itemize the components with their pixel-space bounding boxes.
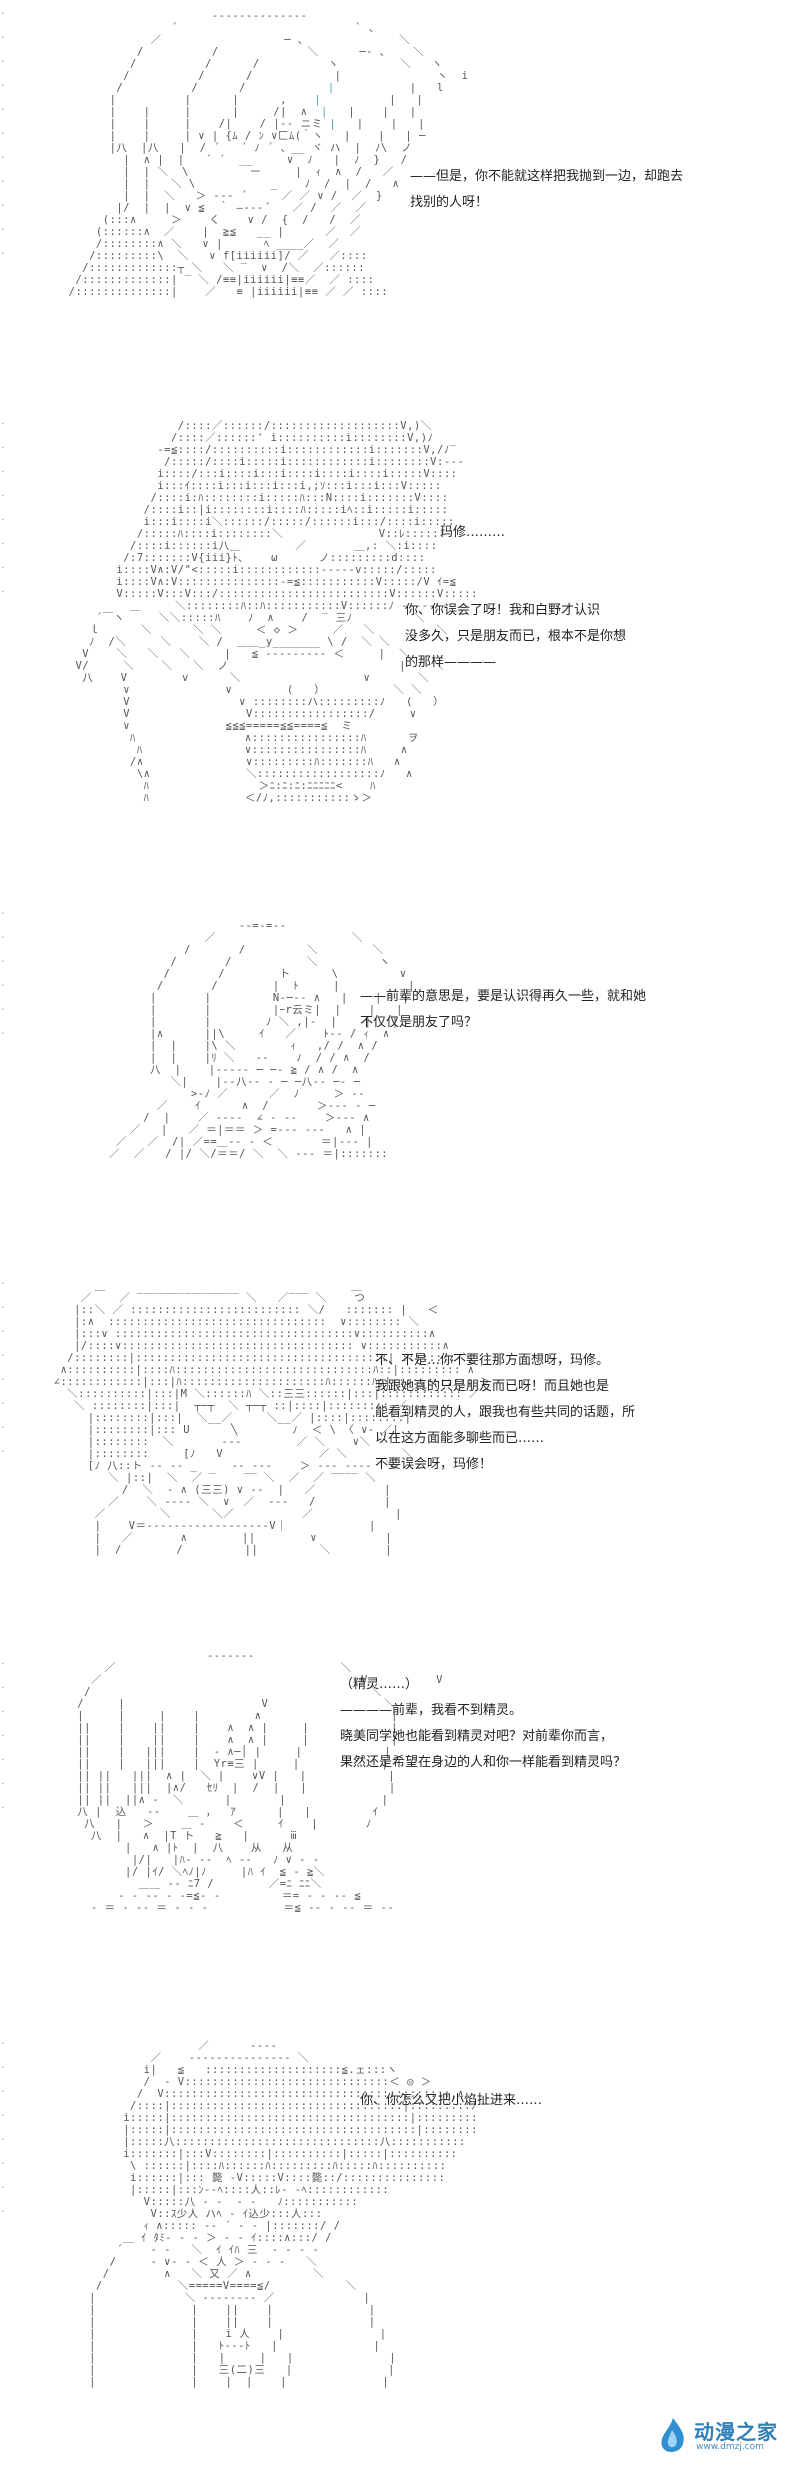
ascii-art-character: ＿ ＿ ／ ／ ‾‾‾‾‾‾‾‾‾‾‾‾‾‾‾ ＼ ／‾‾‾ ＼ つ |::＼ …	[53, 1280, 492, 1556]
dialog-text: 不、不是…你不要往那方面想呀，玛修。我跟她真的只是朋友而已呀！而且她也是能看到精…	[375, 1348, 785, 1478]
dialog-line: （精灵……）	[340, 1677, 419, 1692]
margin-dots: . . . . . .	[0, 907, 6, 1037]
dialog-line: 晓美同学她也能看到精灵对吧？对前辈你而言，	[340, 1729, 614, 1744]
dialog-line: 没多久，只是朋友而已，根本不是你想	[405, 629, 627, 644]
dialog-text: 你、你误会了呀！我和白野才认识没多久，只是朋友而已，根本不是你想的那样————	[405, 598, 725, 676]
dialog-line: 你、你误会了呀！我和白野才认识	[405, 603, 601, 618]
site-watermark: 动漫之家 www.dmzj.com	[656, 2414, 786, 2458]
margin-dots: . . . . . . . .	[0, 417, 6, 595]
dialog-text: （精灵……） ————前辈，我看不到精灵。晓美同学她也能看到精灵对吧？对前辈你而言…	[340, 1672, 780, 1776]
dialog-line: ————前辈，我看不到精灵。	[340, 1703, 523, 1718]
panel-4: . . . . . . . . ＿ ＿ ／ ／ ‾‾‾‾‾‾‾‾‾‾‾‾‾‾‾ …	[0, 1270, 800, 1650]
dialog-line: 不、不是…你不要往那方面想呀，玛修。	[375, 1353, 610, 1368]
margin-dots: . . . . . . .	[0, 1657, 6, 1811]
dialog-line: 不仅仅是朋友了吗？	[360, 1015, 478, 1030]
dialog-line: 以在这方面能多聊些而已……	[375, 1431, 545, 1446]
dialog-line: 不要误会呀，玛修！	[375, 1457, 493, 1472]
panel-2: . . . . . . . . /::::／::::::/:::::::::::…	[0, 410, 800, 890]
dialog-line: 玛修………	[440, 525, 506, 540]
ascii-art-character: ‐‐=‐=‐‐ ／ ＼ / / ＼ ＼ / / ＼ ヽ / / ト \ ∨	[109, 920, 416, 1160]
dialog-text: 你、你怎么又把小焰扯进来……	[360, 2088, 780, 2114]
dialog-line: 能看到精灵的人，跟我也有些共同的话题，所	[375, 1405, 636, 1420]
dialog-line: 我跟她真的只是朋友而已呀！而且她也是	[375, 1379, 610, 1394]
ascii-art-character: ‐‐‐‐‐‐‐ ／ ＼ ／ V V / ＼ / | V	[77, 1650, 444, 1914]
dialog-line: ——前辈的意思是，要是认识得再久一些，就和她	[360, 989, 647, 1004]
margin-dots: . . . . . . . . . . .	[0, 7, 6, 257]
flame-drop-logo	[661, 2418, 684, 2452]
dialog-line: 的那样————	[405, 655, 497, 670]
dialog-text: ——前辈的意思是，要是认识得再久一些，就和她不仅仅是朋友了吗？	[360, 984, 760, 1036]
watermark-text: 动漫之家	[694, 2420, 778, 2444]
dialog-line: 找别的人呀！	[410, 195, 489, 210]
watermark-url: www.dmzj.com	[696, 2442, 764, 2452]
margin-dots: . . . . . . . .	[0, 1277, 6, 1455]
dialog-text: 玛修………	[440, 520, 760, 546]
ascii-art-character: ‐‐‐‐‐‐‐‐‐‐‐‐‐‐ ´ ` 、 ／ ─ ､ ＼ / / ＼ ─‐ ､ …	[68, 10, 469, 298]
dialog-line: 你、你怎么又把小焰扯进来……	[360, 2093, 543, 2108]
dialog-line: ——但是，你不能就这样把我抛到一边，却跑去	[410, 169, 684, 184]
panel-6: . . . . . . . . ／ ‐‐‐‐ ／ ‐‐‐‐‐‐‐‐‐‐‐‐‐‐‐…	[0, 2030, 800, 2466]
dialog-line: 果然还是希望在身边的人和你一样能看到精灵吗？	[340, 1755, 627, 1770]
margin-dots: . . . . . . . .	[0, 2037, 6, 2215]
ascii-art-character: ／ ‐‐‐‐ ／ ‐‐‐‐‐‐‐‐‐‐‐‐‐‐‐ ＼ i| ≦ ::::::::…	[89, 2040, 478, 2388]
dialog-text: ——但是，你不能就这样把我抛到一边，却跑去找别的人呀！	[410, 164, 730, 216]
panel-1: . . . . . . . . . . . ‐‐‐‐‐‐‐‐‐‐‐‐‐‐ ´ `…	[0, 0, 800, 400]
ascii-art-character: /::::／::::::/:::::::::::::::::::V,)＼ /::…	[75, 420, 478, 804]
panel-3: . . . . . . ‐‐=‐=‐‐ ／ ＼ / / ＼ ＼ / / ＼ ヽ …	[0, 900, 800, 1270]
panel-5: . . . . . . . ‐‐‐‐‐‐‐ ／ ＼ ／ V V / ＼	[0, 1650, 800, 2030]
